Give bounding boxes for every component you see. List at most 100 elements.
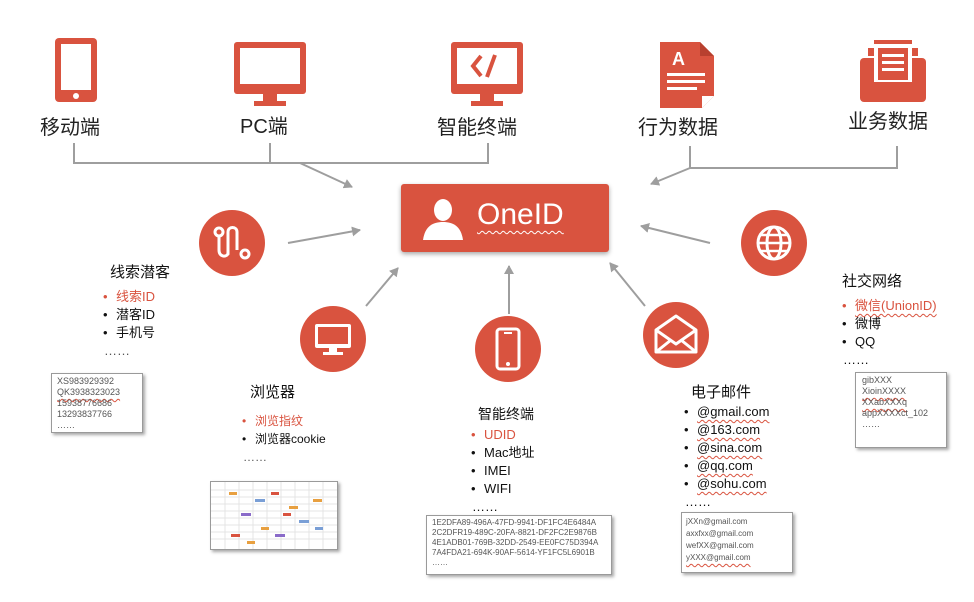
arrow-email: [609, 262, 646, 307]
list-item: Mac地址: [470, 444, 535, 462]
email-domain: @gmail.com: [697, 404, 770, 419]
browser-circle: [300, 306, 366, 372]
email-domain: @qq.com: [697, 458, 753, 473]
connector-mobile: [73, 143, 489, 164]
social-circle: [741, 210, 807, 276]
list-item: 浏览器cookie: [241, 430, 326, 448]
list-item: @qq.com: [683, 457, 769, 475]
device-circle: [475, 316, 541, 382]
list-more: ……: [472, 499, 498, 514]
oneid-box: OneID: [401, 184, 609, 252]
social-title: 社交网络: [842, 273, 903, 290]
card-row: 1E2DFA89-496A-47FD-9941-DF1FC4E6484A: [432, 518, 597, 527]
list-item: UDID: [470, 426, 535, 444]
list-item: 手机号: [102, 324, 155, 342]
oneid-label: OneID: [477, 198, 564, 231]
source-mobile: 移动端: [40, 38, 112, 139]
device-title: 智能终端: [478, 406, 534, 422]
list-more: ……: [104, 343, 130, 358]
arrow-browser: [365, 267, 399, 307]
browser-fingerprint-table: [211, 482, 337, 549]
leads-card: XS983929392 QK3938323023 15938776686 132…: [51, 373, 143, 433]
card-row: axxfxx@gmail.com: [686, 529, 754, 538]
list-item: QQ: [841, 333, 937, 351]
card-more: ……: [432, 558, 448, 567]
device-card: 1E2DFA89-496A-47FD-9941-DF1FC4E6484A 2C2…: [426, 515, 612, 575]
list-item: @sohu.com: [683, 475, 769, 493]
document-icon: A: [660, 42, 714, 108]
card-row: yXXX@gmail.com: [686, 553, 751, 562]
source-business: 业务数据: [846, 38, 946, 138]
source-label-pc: PC端: [240, 116, 288, 138]
list-item: WIFI: [470, 480, 535, 498]
card-row: gibXXX: [862, 375, 893, 385]
arrow-social: [640, 223, 711, 244]
browser-card: [210, 481, 338, 550]
email-title: 电子邮件: [691, 384, 752, 401]
device-list: UDID Mac地址 IMEI WIFI ……: [470, 426, 535, 516]
connector-top-right-arrow: [650, 167, 691, 186]
list-item: @gmail.com: [683, 403, 769, 421]
list-more: ……: [685, 494, 711, 509]
social-list: 微信(UnionID) 微博 QQ ……: [841, 297, 937, 369]
email-circle: [643, 302, 709, 368]
email-domain: @163.com: [697, 422, 761, 437]
list-item: 线索ID: [102, 288, 155, 306]
card-row: 7A4FDA21-694K-90AF-5614-YF1FC5L6901B: [432, 548, 595, 557]
source-smart: 智能终端: [437, 40, 537, 140]
route-icon: [213, 226, 251, 260]
source-behavior: A 行为数据: [636, 42, 736, 142]
browser-list: 浏览指纹 浏览器cookie ……: [241, 412, 326, 466]
source-pc: PC端: [230, 40, 310, 140]
list-item: @163.com: [683, 421, 769, 439]
email-domain: @sina.com: [697, 440, 763, 455]
source-label-behavior: 行为数据: [638, 117, 718, 139]
leads-title: 线索潜客: [110, 264, 171, 281]
monitor-icon: [234, 42, 306, 106]
card-row: 15938776686: [57, 398, 113, 408]
card-row: 2C2DFR19-489C-20FA-8821-DF2FC2E9876B: [432, 528, 597, 537]
card-row: XioinXXXX: [862, 386, 907, 396]
social-card: gibXXX XioinXXXX XXabXXXq appXXXXct_102 …: [855, 372, 947, 448]
browser-monitor-icon: [315, 324, 351, 355]
source-label-smart: 智能终端: [437, 117, 517, 139]
card-more: ……: [57, 420, 75, 430]
card-row: QK3938323023: [57, 387, 121, 397]
card-row: jXXn@gmail.com: [686, 517, 748, 526]
leads-list: 线索ID 潜客ID 手机号 ……: [102, 288, 155, 360]
card-row: 13293837766: [57, 409, 113, 419]
source-label-mobile: 移动端: [40, 117, 100, 139]
list-more: ……: [843, 352, 869, 367]
connector-behavior: [689, 146, 898, 169]
file-stack-icon: [860, 40, 926, 102]
email-card: jXXn@gmail.com axxfxx@gmail.com wefXX@gm…: [681, 512, 793, 573]
list-item: 微博: [841, 315, 937, 333]
card-row: 4E1ADB01-769B-32DD-2549-EE0FC75D394A: [432, 538, 599, 547]
list-item: 微信(UnionID): [841, 297, 937, 315]
social-item-text: 微信(UnionID): [855, 298, 937, 313]
list-more: ……: [243, 450, 267, 464]
arrow-leads: [287, 226, 361, 244]
code-monitor-icon: [451, 42, 523, 106]
card-row: XXabXXXq: [862, 397, 908, 407]
card-row: XS983929392: [57, 376, 115, 386]
list-item: 浏览指纹: [241, 412, 326, 430]
mobile-icon: [55, 38, 97, 102]
svg-text:A: A: [672, 49, 685, 69]
list-item: IMEI: [470, 462, 535, 480]
envelope-icon: [654, 314, 698, 354]
card-row: wefXX@gmail.com: [686, 541, 754, 550]
smartphone-icon: [495, 327, 521, 371]
connector-top-left-arrow: [299, 162, 353, 189]
card-more: ……: [862, 419, 880, 429]
list-item: 潜客ID: [102, 306, 155, 324]
card-row: appXXXXct_102: [862, 408, 929, 418]
globe-icon: [756, 225, 792, 261]
email-domain: @sohu.com: [697, 476, 767, 491]
source-label-business: 业务数据: [848, 111, 928, 133]
user-icon: [423, 199, 463, 240]
list-item: @sina.com: [683, 439, 769, 457]
browser-title: 浏览器: [250, 384, 296, 401]
leads-circle: [199, 210, 265, 276]
